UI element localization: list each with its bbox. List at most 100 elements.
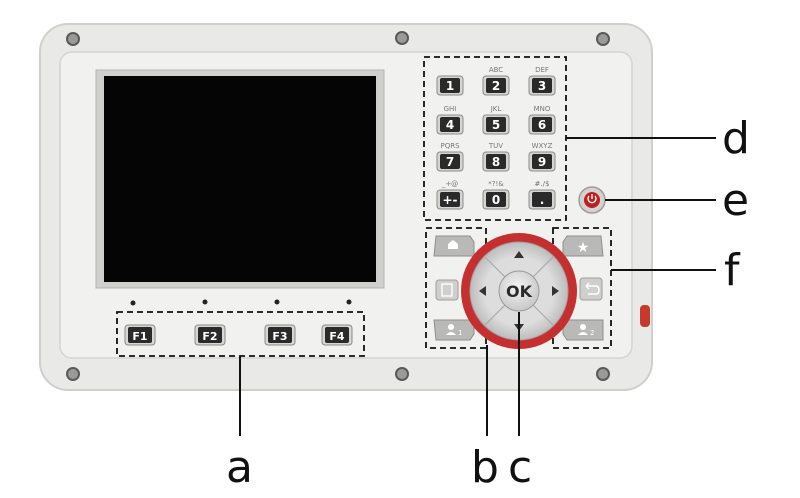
numpad-key-label: 9: [538, 155, 546, 169]
user2-icon: [580, 324, 586, 330]
user1-icon-number: 1: [458, 329, 462, 337]
right-arrow-icon: [552, 286, 559, 296]
function-key-cap: [198, 327, 222, 343]
function-key-label: F1: [132, 330, 147, 343]
function-key-cap: [325, 327, 349, 343]
numpad-key-cap: [486, 117, 506, 132]
favorites-button[interactable]: ★: [562, 235, 604, 257]
numpad-key-label: 1: [446, 79, 454, 93]
navigation-pad: OK: [461, 233, 577, 349]
numpad-key-letters: TUV: [488, 142, 503, 150]
up-arrow-icon: [514, 251, 524, 258]
function-key-f3[interactable]: F3: [264, 324, 296, 346]
indicator-dot: [130, 300, 136, 306]
numpad-key-letters: GHI: [444, 105, 457, 113]
screw-group: [66, 31, 610, 381]
callout-label-c: c: [508, 442, 532, 493]
callout-label-f: f: [724, 245, 741, 296]
numpad-key-label: 6: [538, 118, 546, 132]
numpad-key-10[interactable]: _+@+-: [436, 180, 464, 210]
numpad-key-label: 2: [492, 79, 500, 93]
numpad-key-3[interactable]: DEF 3: [528, 66, 556, 96]
function-key-f2[interactable]: F2: [194, 324, 226, 346]
user1-icon: [448, 324, 454, 330]
function-key-label: F2: [202, 330, 217, 343]
numpad-key-cap: [532, 78, 552, 93]
power-button-cap: [584, 192, 600, 208]
numpad-key-letters: DEF: [535, 66, 549, 74]
user2-icon-number: 2: [590, 329, 594, 337]
user1-icon-body: [446, 332, 456, 335]
numpad-key-cap: [440, 192, 460, 207]
user1-button[interactable]: 1: [433, 319, 475, 341]
numpad-key-label: 7: [446, 155, 454, 169]
function-key-f1[interactable]: F1: [124, 324, 156, 346]
numpad-key-label: .: [540, 193, 545, 207]
indicator-dot: [274, 299, 280, 305]
numpad-key-9[interactable]: WXYZ 9: [528, 142, 556, 172]
numpad-key-label: 4: [446, 118, 454, 132]
screw-icon: [596, 32, 610, 46]
callout-label-d: d: [722, 113, 750, 164]
user1-key-shape: [433, 319, 475, 341]
screw-icon: [66, 367, 80, 381]
page-key-shape: [435, 279, 459, 301]
numpad-key-letters: WXYZ: [532, 142, 553, 150]
user2-icon-body: [578, 332, 588, 335]
screw-icon: [596, 367, 610, 381]
up-arrow-button[interactable]: [514, 251, 524, 258]
numpad-key-cap: [532, 117, 552, 132]
numpad-key-cap: [440, 78, 460, 93]
numpad-key-cap: [486, 154, 506, 169]
numpad-key-12[interactable]: #./$.: [528, 180, 556, 210]
page-button[interactable]: [435, 279, 459, 301]
function-key-label: F4: [329, 330, 345, 343]
back-button[interactable]: [579, 277, 603, 301]
numpad-key-label: 0: [492, 193, 500, 207]
numpad-key-letters: *?!&: [488, 180, 504, 188]
numpad-key-label: 3: [538, 79, 546, 93]
function-key-label: F3: [272, 330, 287, 343]
home-button[interactable]: [433, 235, 475, 257]
ok-button-label: OK: [506, 282, 533, 301]
star-icon: ★: [577, 240, 590, 256]
numpad-key-label: 8: [492, 155, 500, 169]
left-arrow-button[interactable]: [479, 286, 486, 296]
page-icon: [441, 283, 453, 297]
callout-label-e: e: [722, 175, 749, 226]
numpad-key-1[interactable]: 1: [436, 75, 464, 96]
numpad-key-cap: [440, 117, 460, 132]
screw-icon: [66, 32, 80, 46]
right-arrow-button[interactable]: [552, 286, 559, 296]
numpad-key-cap: [440, 154, 460, 169]
side-button: [640, 305, 650, 327]
numpad-key-6[interactable]: MNO 6: [528, 105, 556, 135]
function-key-f4[interactable]: F4: [321, 324, 353, 346]
numpad-key-letters: MNO: [534, 105, 551, 113]
back-arrow-icon: [585, 282, 600, 295]
home-icon: [448, 240, 458, 249]
user2-button[interactable]: 2: [562, 319, 604, 341]
numpad-key-4[interactable]: GHI 4: [436, 105, 464, 135]
power-button[interactable]: [578, 186, 606, 214]
screw-icon: [395, 31, 409, 45]
fkey-dots: [130, 299, 352, 306]
numpad-key-letters: _+@: [441, 180, 458, 188]
numpad-key-11[interactable]: *?!& 0: [482, 180, 510, 210]
numpad-key-cap: [486, 192, 506, 207]
callout-label-a: a: [226, 442, 253, 493]
numpad-key-letters: ABC: [489, 66, 503, 74]
ok-button[interactable]: OK: [498, 270, 540, 312]
power-icon: [587, 195, 597, 204]
function-keys: F1 F2 F3 F4: [124, 324, 353, 346]
numpad-key-8[interactable]: TUV 8: [482, 142, 510, 172]
leader-lines: [239, 137, 716, 436]
function-key-cap: [268, 327, 292, 343]
numpad-key-cap: [532, 192, 552, 207]
numpad-key-letters: #./$: [535, 180, 550, 188]
numpad-key-2[interactable]: ABC 2: [482, 66, 510, 96]
